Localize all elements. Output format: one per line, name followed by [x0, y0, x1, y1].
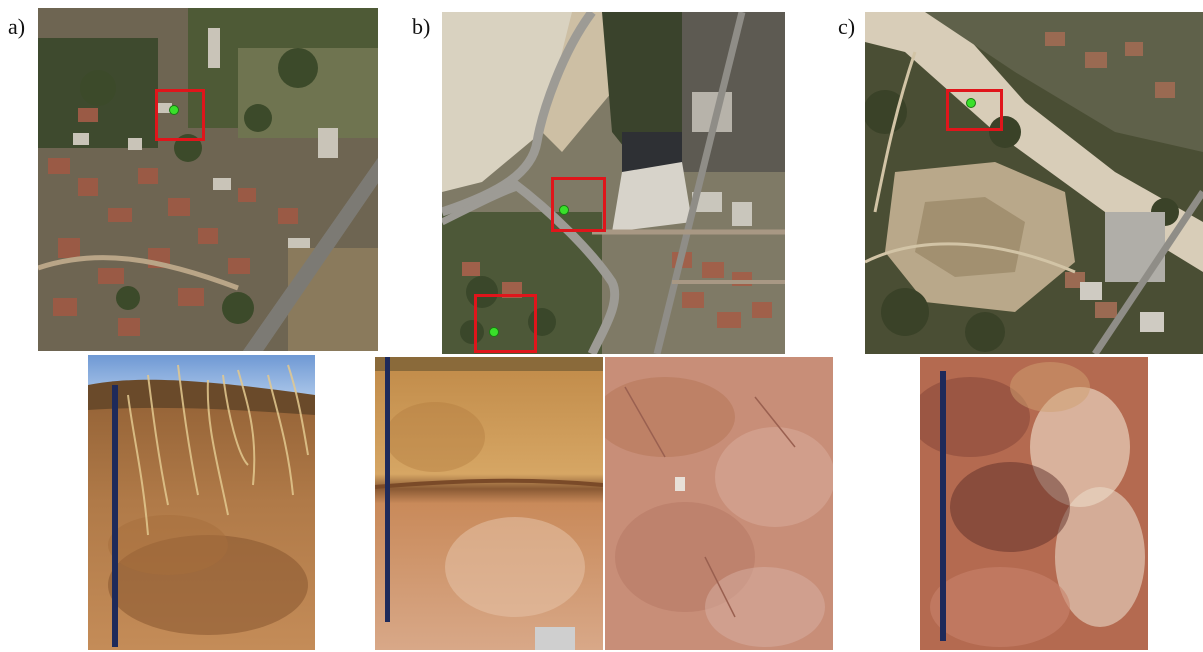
- site-box-b2: [474, 294, 537, 353]
- soil-profile-photo-b2: [605, 357, 833, 650]
- site-box-a: [155, 89, 205, 141]
- aerial-image-c: [865, 12, 1203, 354]
- site-point-b1: [559, 205, 569, 215]
- panel-label-c: c): [838, 14, 856, 39]
- aerial-image-b: [442, 12, 785, 354]
- aerial-image-a: [38, 8, 378, 351]
- site-point-b2: [489, 327, 499, 337]
- soil-profile-photo-a: [88, 355, 315, 650]
- soil-profile-photo-c: [920, 357, 1148, 650]
- site-box-c: [946, 89, 1003, 131]
- soil-profile-photo-b1: [375, 357, 603, 650]
- panel-label-b: b): [412, 14, 431, 39]
- panel-label-a: a): [8, 14, 26, 39]
- site-point-c: [966, 98, 976, 108]
- site-point-a: [169, 105, 179, 115]
- site-box-b1: [551, 177, 606, 232]
